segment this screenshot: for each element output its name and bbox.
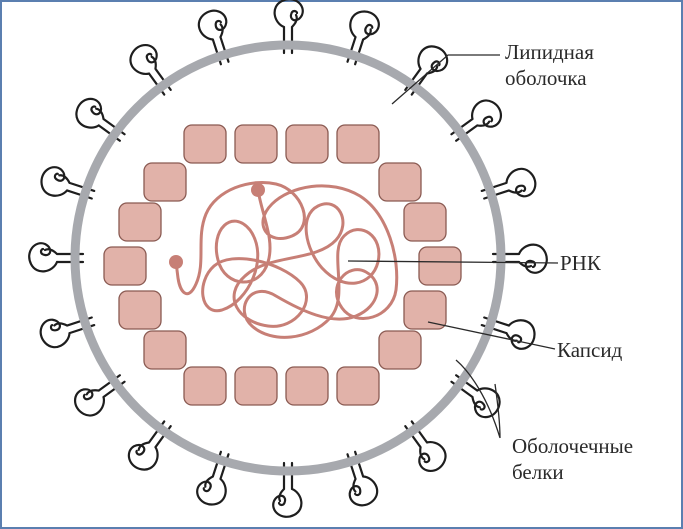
capsomere [419, 247, 461, 285]
rna-end-a [251, 183, 265, 197]
capsid [104, 125, 461, 405]
capsomere [286, 125, 328, 163]
lipid-envelope-label: Липидная оболочка [505, 39, 594, 91]
rna-strand [169, 182, 397, 337]
proteins-label-line1: Оболочечные [512, 433, 633, 459]
capsomere [119, 291, 161, 329]
lipid-label-line1: Липидная [505, 39, 594, 65]
capsomere [184, 367, 226, 405]
envelope-proteins-label: Оболочечные белки [512, 433, 633, 485]
capsomere [104, 247, 146, 285]
capsomere [235, 125, 277, 163]
proteins-label-line2: белки [512, 459, 633, 485]
leader-proteins [456, 360, 500, 438]
capsomere [286, 367, 328, 405]
capsid-label: Капсид [557, 337, 622, 363]
capsomere [337, 367, 379, 405]
rna-end-b [169, 255, 183, 269]
capsomere [119, 203, 161, 241]
capsomere [337, 125, 379, 163]
rna-label: РНК [560, 250, 601, 276]
capsomere [379, 163, 421, 201]
capsomere [379, 331, 421, 369]
rna-strand-path [176, 182, 397, 337]
lipid-label-line2: оболочка [505, 65, 594, 91]
capsomere [404, 203, 446, 241]
capsomere [184, 125, 226, 163]
capsomere [235, 367, 277, 405]
capsomere [144, 163, 186, 201]
capsomere [144, 331, 186, 369]
capsomere [404, 291, 446, 329]
